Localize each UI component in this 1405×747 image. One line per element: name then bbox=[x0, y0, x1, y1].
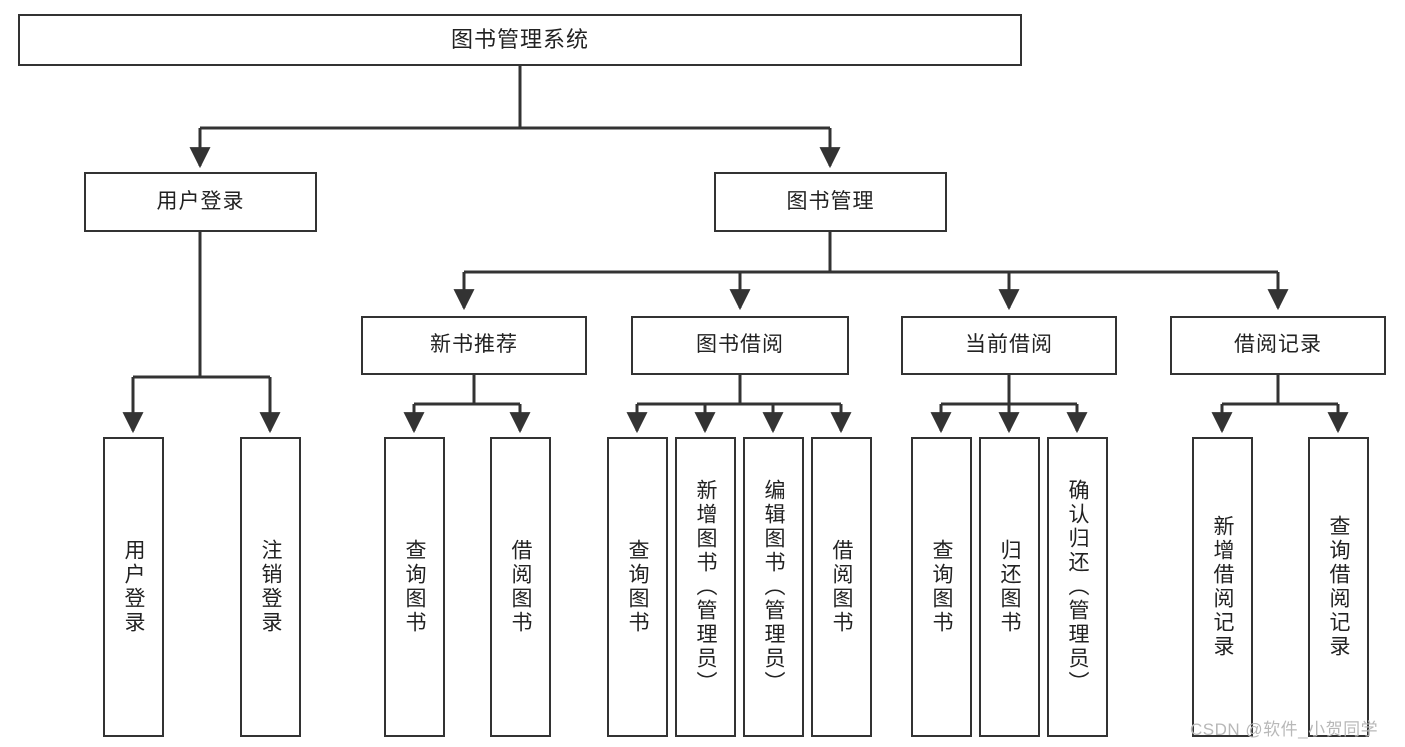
leaf-edit-book-admin[interactable]: 编辑图书（管理员） bbox=[743, 437, 804, 737]
leaf-add-borrow-record[interactable]: 新增借阅记录 bbox=[1192, 437, 1253, 737]
watermark-text: CSDN @软件_小贺同学 bbox=[1190, 720, 1379, 739]
node-user-login[interactable]: 用户登录 bbox=[84, 172, 317, 232]
leaf-label: 查询借阅记录 bbox=[1327, 515, 1350, 659]
leaf-query-borrow-record[interactable]: 查询借阅记录 bbox=[1308, 437, 1369, 737]
node-label: 用户登录 bbox=[156, 189, 245, 213]
leaf-add-book-admin[interactable]: 新增图书（管理员） bbox=[675, 437, 736, 737]
leaf-label: 用户登录 bbox=[122, 539, 145, 635]
leaf-label: 查询图书 bbox=[403, 539, 426, 635]
leaf-label: 注销登录 bbox=[259, 539, 282, 635]
leaf-label: 编辑图书（管理员） bbox=[762, 479, 785, 695]
node-borrow-records[interactable]: 借阅记录 bbox=[1170, 316, 1386, 375]
leaf-label: 借阅图书 bbox=[830, 539, 853, 635]
leaf-borrow-book[interactable]: 借阅图书 bbox=[811, 437, 872, 737]
leaf-logout[interactable]: 注销登录 bbox=[240, 437, 301, 737]
node-label: 图书管理系统 bbox=[450, 27, 589, 53]
leaf-label: 新增借阅记录 bbox=[1211, 515, 1234, 659]
node-current-borrow[interactable]: 当前借阅 bbox=[901, 316, 1117, 375]
leaf-borrow-book-recommend[interactable]: 借阅图书 bbox=[490, 437, 551, 737]
node-root-book-management-system[interactable]: 图书管理系统 bbox=[18, 14, 1022, 66]
node-new-book-recommend[interactable]: 新书推荐 bbox=[361, 316, 587, 375]
node-book-borrow[interactable]: 图书借阅 bbox=[631, 316, 849, 375]
node-book-management[interactable]: 图书管理 bbox=[714, 172, 947, 232]
leaf-return-book[interactable]: 归还图书 bbox=[979, 437, 1040, 737]
leaf-label: 新增图书（管理员） bbox=[694, 479, 717, 695]
leaf-confirm-return-admin[interactable]: 确认归还（管理员） bbox=[1047, 437, 1108, 737]
leaf-label: 借阅图书 bbox=[509, 539, 532, 635]
node-label: 新书推荐 bbox=[430, 333, 518, 357]
leaf-label: 确认归还（管理员） bbox=[1066, 479, 1089, 695]
leaf-query-book-borrow[interactable]: 查询图书 bbox=[607, 437, 668, 737]
node-label: 图书借阅 bbox=[696, 333, 784, 357]
node-label: 图书管理 bbox=[786, 189, 875, 213]
leaf-label: 归还图书 bbox=[998, 539, 1021, 635]
node-label: 借阅记录 bbox=[1234, 333, 1322, 357]
leaf-label: 查询图书 bbox=[930, 539, 953, 635]
leaf-user-login[interactable]: 用户登录 bbox=[103, 437, 164, 737]
leaf-query-book-recommend[interactable]: 查询图书 bbox=[384, 437, 445, 737]
node-label: 当前借阅 bbox=[965, 333, 1053, 357]
leaf-query-book-current[interactable]: 查询图书 bbox=[911, 437, 972, 737]
leaf-label: 查询图书 bbox=[626, 539, 649, 635]
